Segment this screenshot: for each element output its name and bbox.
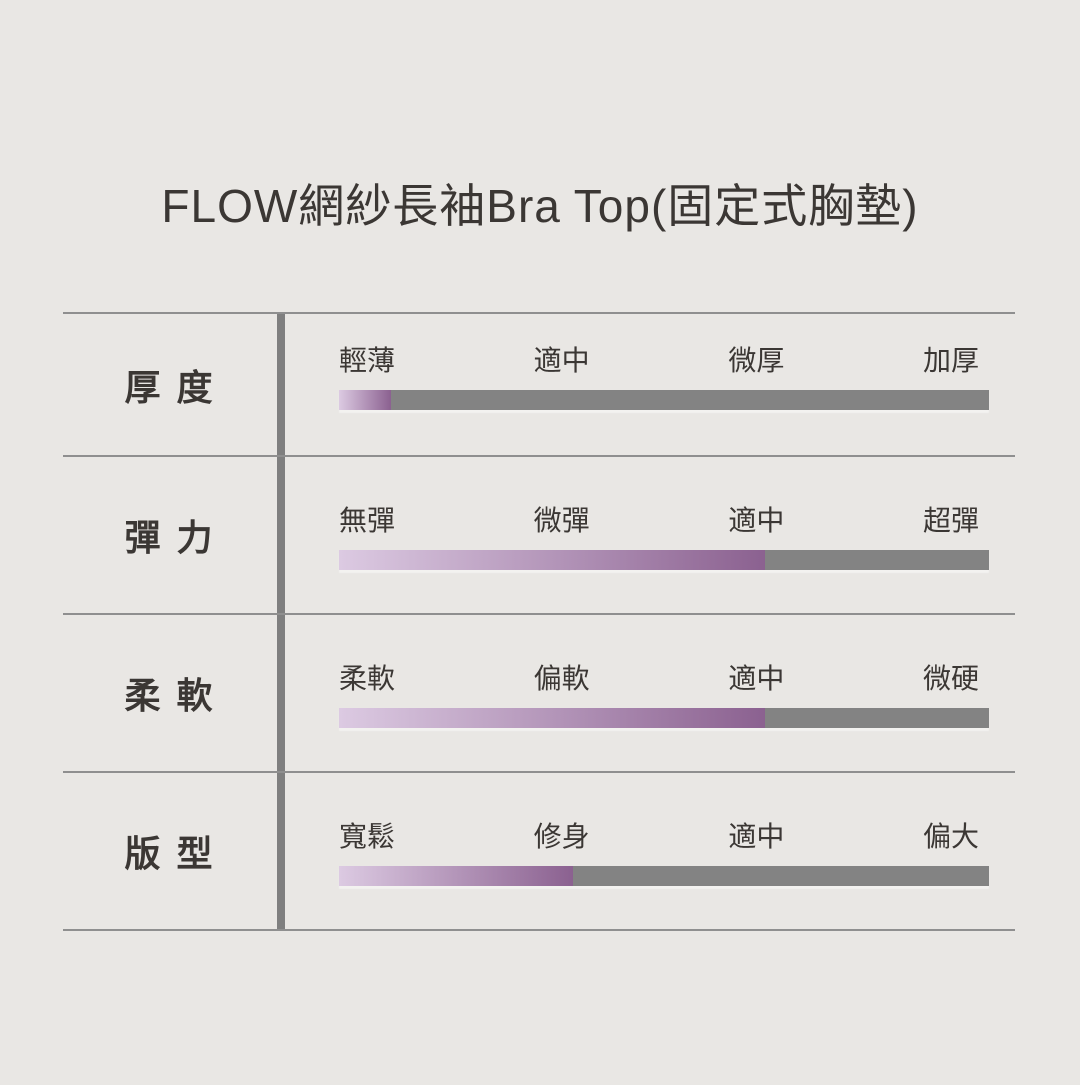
scale-labels: 柔軟 偏軟 適中 微硬 — [339, 665, 979, 693]
scale-label: 適中 — [728, 663, 785, 694]
scale-label: 修身 — [533, 821, 590, 852]
rating-bar-track — [339, 390, 989, 410]
scale-label: 偏大 — [922, 821, 979, 852]
rating-cell: 柔軟 偏軟 適中 微硬 — [285, 615, 1015, 771]
rating-bar-track — [339, 550, 989, 570]
scale-labels: 寬鬆 修身 適中 偏大 — [339, 823, 979, 851]
rating-bar-fill — [339, 390, 391, 410]
column-divider — [277, 457, 285, 613]
scale-label: 超彈 — [922, 505, 979, 536]
scale-label: 適中 — [533, 345, 590, 376]
rating-bar-fill — [339, 708, 765, 728]
row-label-elasticity: 彈 力 — [124, 517, 216, 558]
scale-label: 無彈 — [339, 505, 396, 536]
row-label-softness: 柔 軟 — [124, 675, 216, 716]
scale-label: 寬鬆 — [339, 821, 396, 852]
scale-label: 適中 — [728, 505, 785, 536]
scale-label: 適中 — [728, 821, 785, 852]
rating-cell: 寬鬆 修身 適中 偏大 — [285, 773, 1015, 929]
rating-bar-fill — [339, 550, 765, 570]
spec-row-fit: 版 型 寬鬆 修身 適中 偏大 — [63, 773, 1015, 929]
rating-cell: 無彈 微彈 適中 超彈 — [285, 457, 1015, 613]
scale-label: 微硬 — [922, 663, 979, 694]
column-divider — [277, 773, 285, 929]
scale-label: 輕薄 — [339, 345, 396, 376]
rating-bar-track — [339, 866, 989, 886]
rating-cell: 輕薄 適中 微厚 加厚 — [285, 314, 1015, 455]
scale-label: 加厚 — [922, 345, 979, 376]
rating-bar-fill — [339, 866, 573, 886]
scale-labels: 無彈 微彈 適中 超彈 — [339, 507, 979, 535]
spec-table: 厚 度 輕薄 適中 微厚 加厚 彈 力 無彈 微彈 — [63, 312, 1015, 931]
row-label-thickness: 厚 度 — [124, 366, 216, 408]
page-title: FLOW網紗長袖Bra Top(固定式胸墊) — [161, 180, 919, 232]
scale-label: 偏軟 — [533, 663, 590, 694]
scale-label: 柔軟 — [339, 663, 396, 694]
spec-row-softness: 柔 軟 柔軟 偏軟 適中 微硬 — [63, 615, 1015, 773]
column-divider — [277, 615, 285, 771]
scale-label: 微彈 — [533, 505, 590, 536]
spec-row-thickness: 厚 度 輕薄 適中 微厚 加厚 — [63, 314, 1015, 457]
spec-row-elasticity: 彈 力 無彈 微彈 適中 超彈 — [63, 457, 1015, 615]
row-label-fit: 版 型 — [124, 833, 216, 874]
rating-bar-track — [339, 708, 989, 728]
scale-labels: 輕薄 適中 微厚 加厚 — [339, 347, 979, 375]
column-divider — [277, 314, 285, 455]
scale-label: 微厚 — [728, 345, 785, 376]
